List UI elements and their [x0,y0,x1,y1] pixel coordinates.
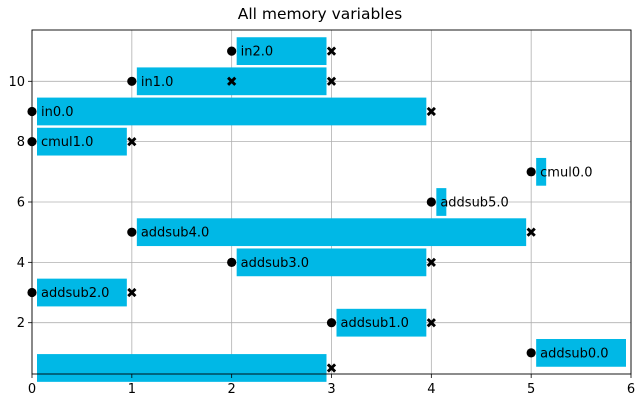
bar-addsub0.0 [536,338,626,367]
start-marker-addsub3.0 [227,257,237,267]
bar-labels-layer: addsub0.0 addsub1.0 addsub2.0 addsub3.0 adds… [41,45,609,362]
bar-label-addsub3.0: addsub3.0 [241,256,309,271]
bar-label-in0.0: in0.0 [41,105,74,120]
bar-cmul1.0 [37,127,127,156]
bar-addsub1.0 [336,308,427,337]
bar-label-addsub5.0: addsub5.0 [440,196,508,211]
bar-label-in1.0: in1.0 [141,75,174,90]
end-marker-cmul1.0 [127,137,137,147]
bar-label-in2.0: in2.0 [241,45,274,60]
start-marker-addsub4.0 [127,227,137,237]
end-marker-unlabeled-0 [326,363,337,373]
bar-label-addsub2.0: addsub2.0 [41,286,109,301]
end-marker-in0.0 [426,106,436,117]
bar-label-addsub1.0: addsub1.0 [341,316,409,331]
bar-in2.0 [236,37,327,66]
x-tick-label-4: 4 [427,382,435,397]
x-tick-label-0: 0 [28,382,36,397]
bars-layer [37,37,626,382]
start-marker-in2.0 [227,46,237,56]
bar-unlabeled-0 [37,354,327,382]
end-marker-addsub2.0 [127,287,137,298]
x-tick-label-2: 2 [228,382,236,397]
bar-label-cmul0.0: cmul0.0 [540,165,592,180]
y-tick-label-10: 10 [8,75,25,90]
chart-title: All memory variables [238,5,402,23]
y-tick-label-2: 2 [17,316,25,331]
x-axis-ticks: 0 1 2 3 4 5 6 [28,374,635,397]
x-tick-label-3: 3 [327,382,335,397]
bar-addsub3.0 [236,248,427,277]
bar-in0.0 [37,97,427,126]
bar-addsub2.0 [37,278,127,307]
end-marker-in1.0-0 [227,76,237,86]
end-marker-addsub1.0 [426,318,436,328]
bar-label-cmul1.0: cmul1.0 [41,135,93,150]
end-marker-in2.0 [326,46,337,56]
bar-cmul0.0 [536,157,547,186]
start-marker-cmul0.0 [526,167,536,177]
start-marker-in1.0 [127,76,137,86]
bar-addsub4.0 [136,218,527,247]
start-marker-addsub0.0 [526,348,536,358]
end-marker-addsub3.0 [426,257,436,267]
y-tick-label-8: 8 [17,135,25,150]
end-marker-addsub4.0 [526,227,536,237]
start-marker-addsub1.0 [326,318,337,328]
bar-label-addsub0.0: addsub0.0 [540,346,608,361]
y-tick-label-4: 4 [17,256,25,271]
x-tick-label-5: 5 [527,382,535,397]
bar-addsub5.0 [436,188,447,216]
y-axis-ticks: 2 4 6 8 10 [8,75,32,331]
bar-label-addsub4.0: addsub4.0 [141,226,209,241]
end-marker-in1.0 [326,76,337,86]
y-tick-label-6: 6 [17,196,25,211]
x-tick-label-6: 6 [627,382,635,397]
x-tick-label-1: 1 [128,382,136,397]
start-marker-addsub5.0 [426,197,436,207]
